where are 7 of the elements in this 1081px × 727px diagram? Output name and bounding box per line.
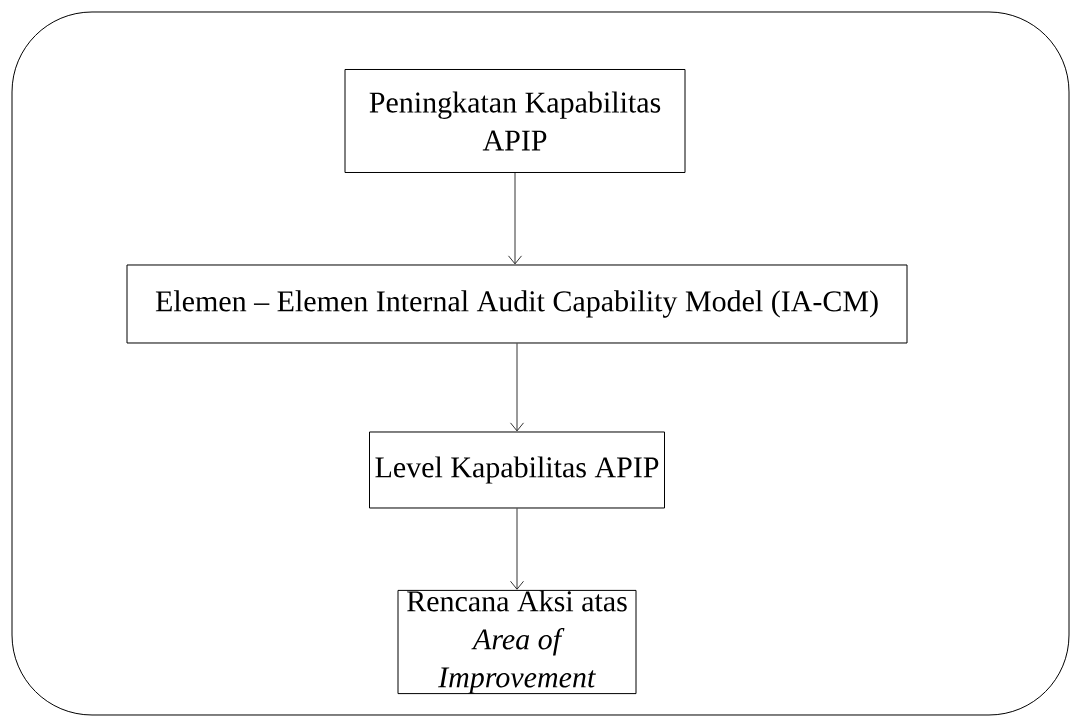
process-box: Level Kapabilitas APIP [369,431,665,509]
process-box: Peningkatan Kapabilitas APIP [344,69,686,173]
arrow [508,172,522,265]
process-box: Rencana Aksi atas Area of Improvement [397,589,637,695]
arrow [510,343,524,432]
process-box: Elemen – Elemen Internal Audit Capability Model (IA-CM) [126,264,908,344]
arrow [510,508,524,590]
